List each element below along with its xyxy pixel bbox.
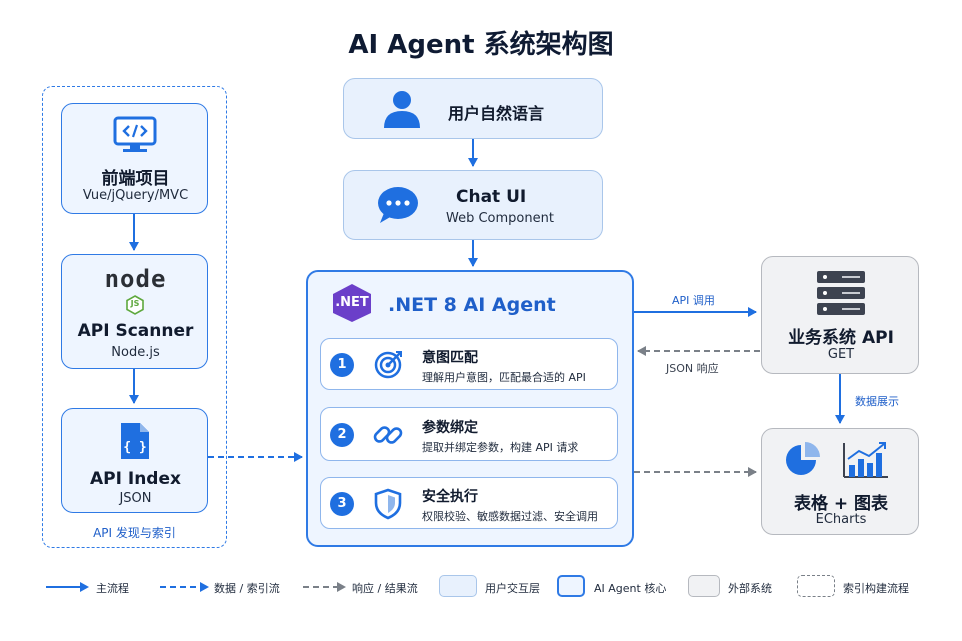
step-title: 安全执行: [422, 489, 478, 505]
legend-response-flow: 响应 / 结果流: [352, 582, 418, 595]
charts-title: 表格 + 图表: [793, 494, 889, 514]
bar-chart-icon: [843, 442, 888, 478]
ai-agent-title: .NET 8 AI Agent: [388, 294, 556, 316]
code-monitor-icon: [113, 116, 157, 152]
step-parameter-binding: 2 参数绑定 提取并绑定参数，构建 API 请求: [320, 407, 618, 461]
node-logo: node: [62, 265, 209, 293]
frontend-project-box: 前端项目 Vue/jQuery/MVC: [61, 103, 208, 214]
step-description: 理解用户意图，匹配最合适的 API: [422, 371, 586, 384]
charts-subtitle: ECharts: [815, 512, 867, 527]
step-description: 权限校验、敏感数据过滤、安全调用: [422, 510, 598, 523]
legend-agent-core: AI Agent 核心: [594, 582, 667, 595]
server-icon: [817, 271, 865, 315]
step-description: 提取并绑定参数，构建 API 请求: [422, 441, 579, 454]
business-api-subtitle: GET: [827, 347, 855, 362]
dotnet-badge-icon: [333, 284, 371, 322]
user-icon: [384, 91, 420, 128]
step-title: 意图匹配: [422, 350, 478, 366]
step-title: 参数绑定: [422, 420, 478, 436]
user-input-box: 用户自然语言: [343, 78, 603, 139]
legend-agent-core-swatch: [557, 575, 585, 597]
chat-ui-box: Chat UI Web Component: [343, 170, 603, 240]
legend-user-layer: 用户交互层: [485, 582, 540, 595]
frontend-title: 前端项目: [101, 169, 170, 189]
link-icon: [373, 426, 403, 444]
api-discovery-caption: API 发现与索引: [93, 526, 176, 540]
business-api-title: 业务系统 API: [788, 328, 894, 348]
legend-index-build-swatch: [797, 575, 835, 597]
business-api-box: 业务系统 API GET: [761, 256, 919, 374]
api-scanner-title: API Scanner: [77, 321, 194, 341]
pie-chart-icon: [786, 442, 820, 475]
node-logo-text: node: [104, 265, 167, 293]
step-number-badge: 2: [330, 423, 354, 447]
legend-external: 外部系统: [728, 582, 772, 595]
step-number-badge: 3: [330, 492, 354, 516]
chat-ui-subtitle: Web Component: [446, 211, 554, 226]
json-file-icon: { }: [121, 423, 149, 459]
edge-label-api-call: API 调用: [672, 294, 715, 307]
api-scanner-box: node JS API Scanner Node.js: [61, 254, 208, 369]
legend-main-flow: 主流程: [96, 582, 129, 595]
node-js-label: JS: [130, 299, 140, 308]
frontend-subtitle: Vue/jQuery/MVC: [82, 188, 189, 203]
api-discovery-group: [42, 86, 227, 548]
api-index-box: { } API Index JSON: [61, 408, 208, 513]
node-js-hexagon: [126, 295, 144, 315]
target-icon: [374, 351, 402, 379]
user-input-label: 用户自然语言: [448, 104, 545, 123]
ai-agent-core-box: .NET .NET 8 AI Agent 1 意图匹配 理解用户意图，匹配最合适…: [306, 270, 634, 547]
step-intent-matching: 1 意图匹配 理解用户意图，匹配最合适的 API: [320, 338, 618, 390]
step-secure-execution: 3 安全执行 权限校验、敏感数据过滤、安全调用: [320, 477, 618, 529]
edge-label-json-response: JSON 响应: [666, 362, 719, 375]
legend-main-flow-line: [46, 582, 89, 592]
page-title: AI Agent 系统架构图: [348, 30, 614, 60]
edge-label-data-display: 数据展示: [855, 395, 899, 408]
step-number-badge: 1: [330, 353, 354, 377]
chat-bubble-icon: [378, 187, 418, 223]
legend-data-flow-line: [160, 582, 209, 592]
dotnet-badge-text: .NET: [335, 295, 369, 310]
shield-icon: [374, 488, 402, 520]
legend-data-flow: 数据 / 索引流: [214, 582, 280, 595]
api-scanner-subtitle: Node.js: [111, 345, 160, 360]
svg-text:{ }: { }: [123, 440, 146, 455]
charts-box: 表格 + 图表 ECharts: [761, 428, 919, 535]
chat-ui-title: Chat UI: [456, 187, 527, 207]
api-index-subtitle: JSON: [119, 491, 152, 506]
legend-external-swatch: [688, 575, 720, 597]
legend-index-build: 索引构建流程: [843, 582, 909, 595]
legend-user-layer-swatch: [439, 575, 477, 597]
api-index-title: API Index: [90, 469, 181, 489]
legend-response-flow-line: [303, 582, 346, 592]
